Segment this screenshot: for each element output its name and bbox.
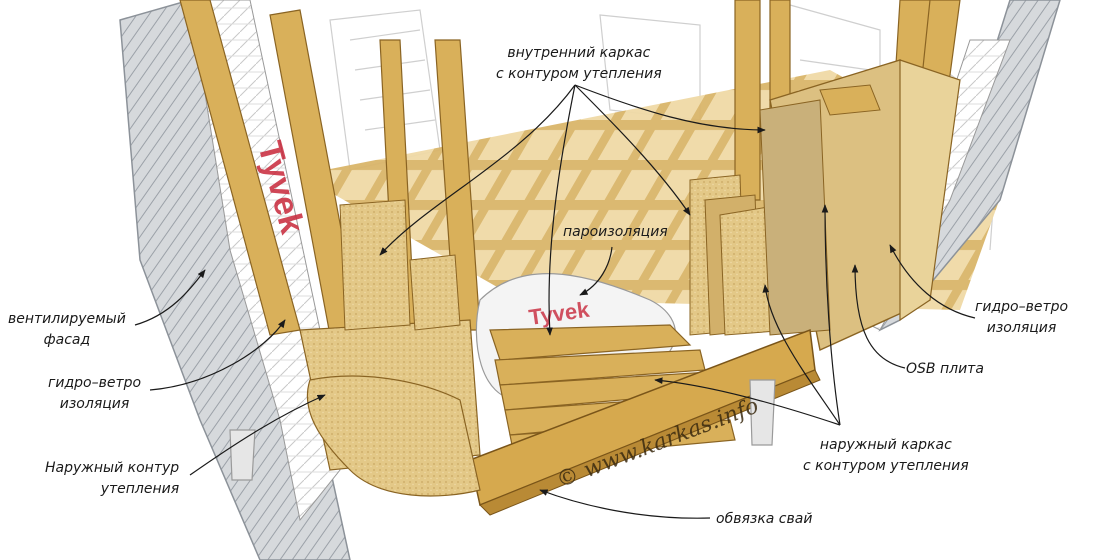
label-vapor-barrier: пароизоляция bbox=[563, 224, 668, 240]
label-ventilated-facade: вентилируемый фасад bbox=[8, 311, 126, 348]
arrow-inner-frame-3 bbox=[574, 84, 691, 216]
right-wall-osb-and-insulation bbox=[689, 59, 961, 352]
piles bbox=[229, 379, 776, 481]
arrow-wind-barrier-right bbox=[889, 244, 976, 319]
label-osb-board: OSB плита bbox=[906, 361, 984, 377]
pile-binding-beam bbox=[469, 328, 821, 516]
arrow-osb-board bbox=[851, 264, 906, 369]
label-outer-insulation-contour: Наружный контур утепления bbox=[45, 460, 180, 497]
label-wind-barrier-left: гидро–ветро изоляция bbox=[48, 375, 142, 412]
arrow-outer-insulation bbox=[189, 394, 326, 476]
arrow-inner-frame-1 bbox=[379, 84, 576, 256]
arrow-outer-frame-3 bbox=[654, 377, 841, 426]
arrow-inner-frame-4 bbox=[574, 84, 766, 134]
outer-insulation-contour bbox=[306, 375, 481, 497]
label-inner-frame: внутренний каркас с контуром утепления bbox=[496, 45, 662, 82]
arrow-vapor-barrier bbox=[579, 246, 613, 296]
callout-arrows bbox=[134, 84, 976, 519]
arrow-ventilated-facade bbox=[134, 269, 206, 326]
arrow-wind-barrier-left bbox=[149, 319, 286, 391]
arrow-outer-frame-1 bbox=[762, 284, 841, 426]
arrow-outer-frame-2 bbox=[821, 204, 841, 426]
arrow-inner-frame-2 bbox=[546, 84, 576, 336]
label-outer-frame: наружный каркас с контуром утепления bbox=[803, 437, 969, 474]
arrow-pile-binding bbox=[539, 489, 711, 519]
label-pile-binding: обвязка свай bbox=[716, 511, 813, 527]
label-wind-barrier-right: гидро–ветро изоляция bbox=[975, 299, 1069, 336]
